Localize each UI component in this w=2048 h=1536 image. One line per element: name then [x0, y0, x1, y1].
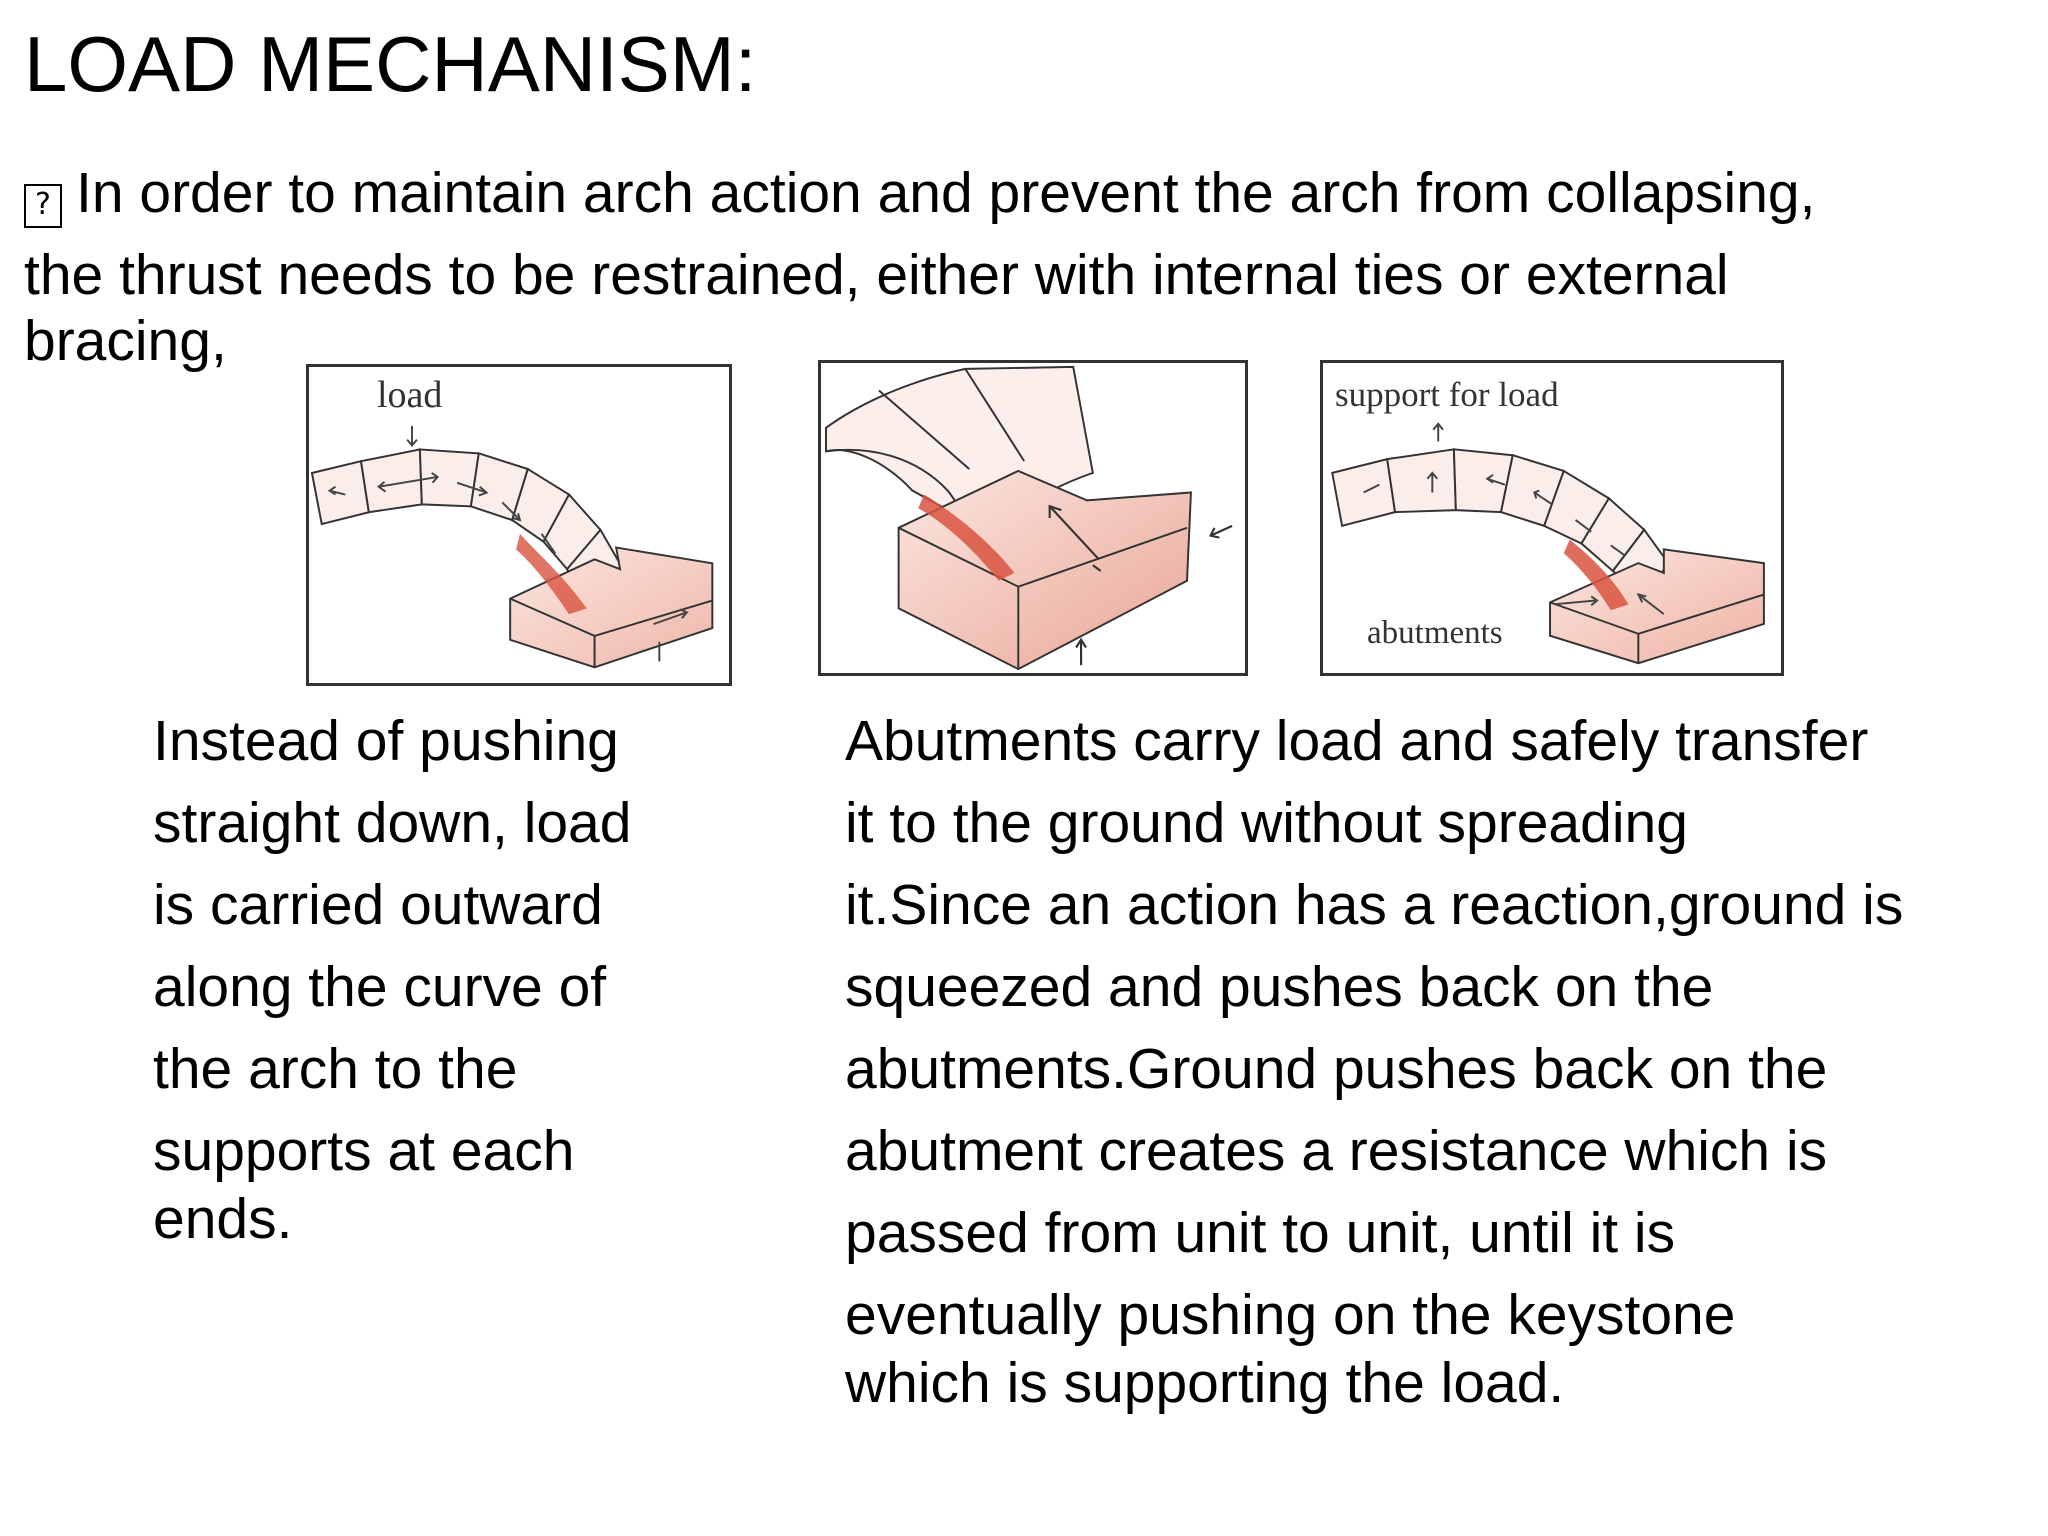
left-line: supports at each — [153, 1119, 575, 1183]
right-line: Abutments carry load and safely transfer — [845, 709, 1869, 773]
left-line: along the curve of — [153, 955, 607, 1019]
left-line: Instead of pushing — [153, 709, 619, 773]
right-line: it to the ground without spreading — [845, 791, 1688, 855]
abutment-closeup-illustration — [825, 365, 1233, 671]
right-line: it.Since an action has a reaction,ground… — [845, 873, 1904, 937]
right-line: eventually pushing on the keystone — [845, 1283, 1736, 1347]
left-line: ends. — [153, 1187, 293, 1251]
right-line: passed from unit to unit, until it is — [845, 1201, 1676, 1265]
missing-glyph-icon: ? — [24, 184, 62, 228]
arch-load-illustration — [310, 425, 714, 669]
left-line: the arch to the — [153, 1037, 518, 1101]
figure-arch-load: load — [306, 364, 732, 686]
right-line: squeezed and pushes back on the — [845, 955, 1714, 1019]
bullet-line-3: bracing, — [24, 309, 227, 373]
right-line: abutment creates a resistance which is — [845, 1119, 1828, 1183]
right-line: abutments.Ground pushes back on the — [845, 1037, 1828, 1101]
slide-title: LOAD MECHANISM: — [24, 20, 757, 108]
bullet-paragraph: ? In order to maintain arch action and pr… — [24, 152, 2034, 374]
figure-label-support-for-load: support for load — [1335, 375, 1559, 414]
support-abutments-illustration — [1331, 422, 1765, 665]
figure-abutment-closeup — [818, 360, 1248, 676]
figure-support-abutments: support for load abutments — [1320, 360, 1784, 676]
bullet-line-2: the thrust needs to be restrained, eithe… — [24, 243, 1729, 307]
figure-label-load: load — [377, 374, 443, 416]
right-line: which is supporting the load. — [845, 1351, 1565, 1415]
left-line: straight down, load — [153, 791, 632, 855]
bullet-line-1: ? In order to maintain arch action and pr… — [24, 152, 2034, 234]
figure-label-abutments: abutments — [1367, 615, 1503, 651]
right-description: Abutments carry load and safely transfer… — [845, 700, 2025, 1416]
left-line: is carried outward — [153, 873, 603, 937]
left-description: Instead of pushing straight down, load i… — [153, 700, 713, 1252]
bullet-line-1-text: In order to maintain arch action and pre… — [76, 161, 1816, 225]
